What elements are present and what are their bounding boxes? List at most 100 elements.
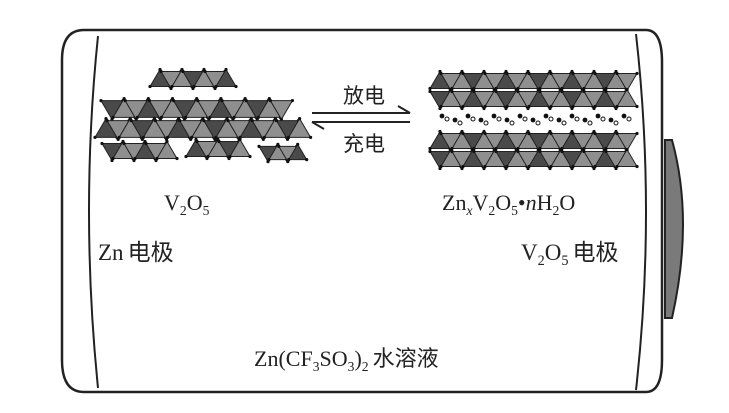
oxygen-atom [296,142,300,146]
oxygen-atom [287,135,291,139]
oxygen-atom [184,115,188,119]
battery-left-end [88,35,99,389]
water-molecule [626,116,632,122]
polyhedron [616,148,638,167]
oxygen-atom [192,84,196,89]
oxygen-atom [516,89,520,94]
oxygen-atom [298,117,302,121]
oxygen-atom [582,89,586,94]
v2o5-layered-structure [93,67,313,164]
oxygen-atom [527,104,531,109]
charge-arrow [311,121,410,130]
intercalated-ion [608,117,614,123]
oxygen-atom [483,164,487,169]
oxygen-atom [144,141,148,146]
oxygen-atom [571,104,575,109]
oxygen-atom [257,144,261,148]
oxygen-atom [494,149,498,154]
oxygen-atom [195,139,199,144]
water-molecule [548,116,554,122]
intercalated-ion [465,113,471,119]
polyhedron [156,140,178,159]
water-molecule [587,120,593,126]
intercalated-ion [582,117,588,123]
oxygen-atom [117,135,121,139]
intercalated-ion [491,113,497,119]
oxygen-atom [450,89,454,94]
oxygen-atom [625,87,629,92]
oxygen-atom [615,71,619,76]
battery-right-end [635,33,647,391]
oxygen-atom [279,117,283,121]
oxygen-atom [461,71,465,76]
oxygen-atom [267,158,271,162]
intercalated-ion [569,113,575,119]
oxygen-atom [135,115,139,119]
oxygen-atom [439,104,443,109]
water-molecule [613,120,619,126]
oxygen-atom [111,156,115,161]
oxygen-atom [220,99,224,103]
oxygen-atom [190,135,194,139]
oxygen-atom [309,135,313,139]
polyhedron [616,73,638,92]
oxygen-atom [505,164,509,169]
oxygen-atom [483,104,487,109]
oxygen-atom [615,131,619,136]
intercalated-ion [478,117,484,123]
polyhedron [269,100,294,121]
oxygen-atom [483,71,487,76]
oxygen-atom [571,71,575,76]
intercalated-ion [439,113,445,119]
water-molecule [574,116,580,122]
battery-terminal-cap [664,139,684,319]
oxygen-atom [538,89,542,94]
intercalated-ion [556,117,562,123]
oxygen-atom [147,99,151,103]
oxygen-atom [159,115,164,119]
oxygen-atom [516,149,520,154]
oxygen-atom [170,84,174,89]
oxygen-atom [166,135,170,139]
oxygen-atom [172,99,176,103]
oxygen-atom [244,99,248,103]
oxygen-atom [538,149,542,154]
oxygen-atom [571,131,575,136]
oxygen-atom [461,104,465,109]
oxygen-atom [635,131,639,136]
oxygen-atom [155,156,159,161]
oxygen-atom [593,104,597,109]
water-molecule [483,120,489,126]
oxygen-atom [571,164,575,169]
oxygen-atom [111,115,115,119]
oxygen-atom [287,158,291,162]
intercalated-ion [504,117,510,123]
oxygen-atom [165,139,169,144]
oxygen-atom [214,135,218,139]
oxygen-atom [203,69,207,74]
oxygen-atom [93,135,97,139]
oxygen-atom [141,135,145,139]
oxygen-atom [214,84,218,89]
oxygen-atom [290,99,294,103]
oxygen-atom [549,164,553,169]
oxygen-atom [593,164,597,169]
polyhedron [229,138,251,157]
znv2o5-intercalated-structure [428,69,639,171]
oxygen-atom [262,135,266,139]
oxygen-atom [234,84,238,89]
oxygen-atom [305,158,309,162]
oxygen-atom [560,89,564,94]
oxygen-atom [635,104,639,109]
oxygen-atom [461,131,465,136]
oxygen-atom [184,154,188,159]
oxygen-atom [439,164,443,169]
water-molecule [561,120,567,126]
intercalated-ion [543,113,549,119]
discharge-label: 放电 [343,84,385,108]
oxygen-atom [593,131,597,136]
oxygen-atom [100,141,104,146]
